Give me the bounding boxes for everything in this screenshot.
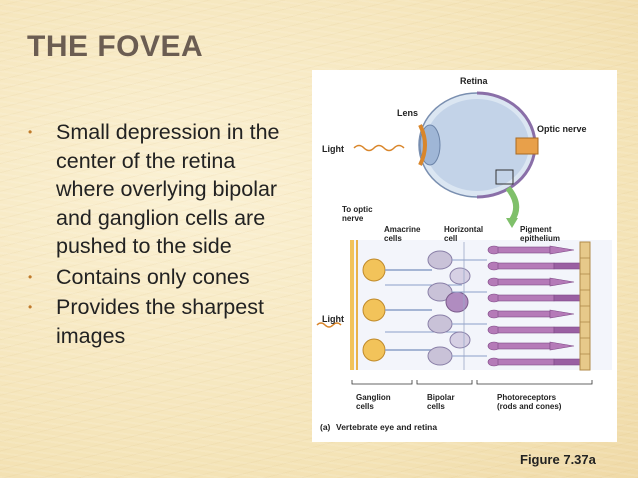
label-optic-nerve: Optic nerve xyxy=(537,124,587,134)
label-horizontal: Horizontal xyxy=(444,225,483,234)
label-pigment: Pigment xyxy=(520,225,552,234)
label-light-top: Light xyxy=(322,144,344,154)
label-light-side: Light xyxy=(322,314,344,324)
panel-letter: (a) xyxy=(320,422,331,432)
zoom-arrowhead-icon xyxy=(506,218,518,228)
bullet-item: • Small depression in the center of the r… xyxy=(28,118,298,261)
label-ganglion-2: cells xyxy=(356,402,374,411)
bullet-marker-icon: • xyxy=(28,269,33,284)
bullet-text: Contains only cones xyxy=(56,264,250,289)
label-bipolar: Bipolar xyxy=(427,393,455,402)
bullet-text: Small depression in the center of the re… xyxy=(56,120,280,258)
label-bipolar-2: cells xyxy=(427,402,445,411)
bullet-marker-icon: • xyxy=(28,300,33,314)
panel-caption: Vertebrate eye and retina xyxy=(336,422,437,432)
figure-caption: Figure 7.37a xyxy=(520,452,596,467)
eyeball-illustration xyxy=(418,91,539,199)
label-ganglion: Ganglion xyxy=(356,393,391,402)
bullet-text: Provides the sharpest images xyxy=(56,295,264,348)
label-photoreceptors-2: (rods and cones) xyxy=(497,402,562,411)
light-wave-icon xyxy=(353,144,405,152)
label-horizontal-2: cell xyxy=(444,234,457,243)
retina-layers-illustration xyxy=(316,240,612,385)
label-amacrine-2: cells xyxy=(384,234,402,243)
bullet-list: • Small depression in the center of the r… xyxy=(28,118,298,352)
label-to-optic-nerve: To optic xyxy=(342,205,373,214)
label-amacrine: Amacrine xyxy=(384,225,421,234)
retina-figure: Retina Lens Optic nerve Light To optic n… xyxy=(312,70,617,442)
label-photoreceptors: Photoreceptors xyxy=(497,393,557,402)
slide-title: THE FOVEA xyxy=(27,30,204,63)
bullet-marker-icon: • xyxy=(28,125,33,139)
retina-diagram: Retina Lens Optic nerve Light To optic n… xyxy=(316,76,612,432)
label-to-optic-nerve-2: nerve xyxy=(342,214,364,223)
zoom-arrow-icon xyxy=(505,186,520,222)
bullet-item: • Provides the sharpest images xyxy=(28,293,298,350)
label-lens: Lens xyxy=(397,108,418,118)
bullet-item: • Contains only cones xyxy=(28,263,298,292)
label-pigment-2: epithelium xyxy=(520,234,560,243)
label-retina: Retina xyxy=(460,76,489,86)
